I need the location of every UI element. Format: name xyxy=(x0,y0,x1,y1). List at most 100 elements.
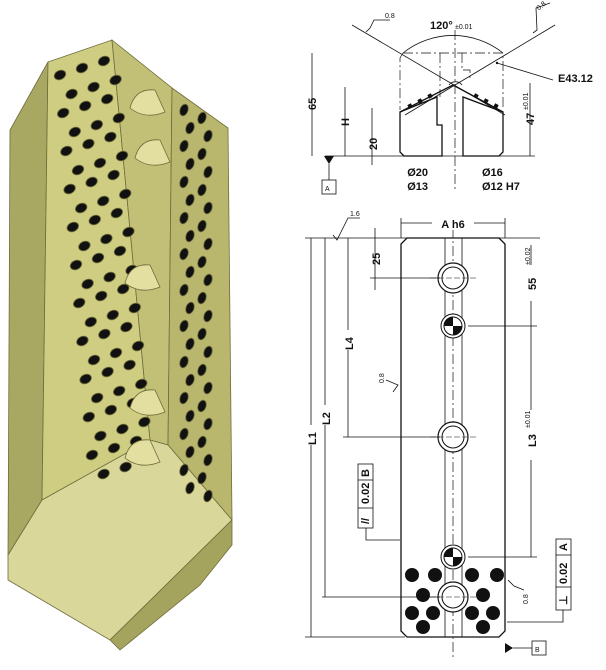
hole-3d xyxy=(128,302,141,314)
hole-3d xyxy=(197,399,207,413)
dim-20: 20 xyxy=(368,138,380,150)
lubricant-plug xyxy=(405,568,419,582)
lubricant-holes xyxy=(53,55,213,503)
dim-l2: L2 xyxy=(321,412,333,425)
hole-3d xyxy=(135,378,148,390)
dim-47-tolerance: ±0.01 xyxy=(523,92,530,110)
dim-l4: L4 xyxy=(344,336,356,350)
dim-l1: L1 xyxy=(307,432,319,445)
hole-3d xyxy=(101,93,114,105)
hole-3d xyxy=(179,427,189,441)
roughness-top-value: 1.6 xyxy=(350,211,360,218)
hole-3d xyxy=(185,193,195,207)
dim-h: H xyxy=(340,118,352,126)
hole-3d xyxy=(97,468,110,480)
dim-d12-h7: Ø12 H7 xyxy=(482,181,520,193)
hole-3d xyxy=(66,221,79,233)
lubricant-plug xyxy=(405,606,419,620)
hole-3d xyxy=(197,183,207,197)
dim-55: 55 xyxy=(527,278,539,290)
hole-3d xyxy=(185,337,195,351)
hole-3d xyxy=(75,62,89,74)
hole-3d xyxy=(84,316,97,328)
hole-3d xyxy=(197,327,207,341)
roughness-side-value: 0.8 xyxy=(379,373,386,383)
hole-3d xyxy=(85,449,99,461)
hole-3d xyxy=(104,404,117,416)
hole-3d xyxy=(185,121,195,135)
hole-3d xyxy=(93,157,107,169)
hole-3d xyxy=(116,423,129,435)
hole-3d xyxy=(95,290,108,302)
lubricant-plug xyxy=(465,606,479,620)
hole-3d xyxy=(197,363,207,377)
hole-3d xyxy=(71,164,85,176)
hole-3d xyxy=(185,229,195,243)
hole-3d xyxy=(185,301,195,315)
hole-3d xyxy=(75,202,88,214)
hole-3d xyxy=(69,259,83,271)
perpendicularity-frame: ⊥ 0.02 A xyxy=(507,538,572,623)
dim-47: 47 xyxy=(525,113,537,125)
dowel-symbol xyxy=(444,317,462,335)
hole-3d xyxy=(53,69,67,81)
hole-3d xyxy=(82,411,95,423)
hole-3d xyxy=(106,309,119,321)
dim-d16: Ø16 xyxy=(482,167,503,179)
dim-55-tolerance: ±0.02 xyxy=(525,247,532,265)
plate-outline xyxy=(400,237,506,638)
hole-3d xyxy=(76,335,89,347)
roughness-bottom-value: 0.8 xyxy=(523,594,530,604)
parallel-value: 0.02 xyxy=(360,483,372,504)
hole-3d xyxy=(185,409,195,423)
datum-a-box xyxy=(321,179,337,195)
perpendicular-value: 0.02 xyxy=(558,563,570,584)
hole-3d xyxy=(115,150,129,162)
hole-3d xyxy=(97,55,111,67)
roughness-mark-left xyxy=(365,19,390,33)
hole-3d xyxy=(90,119,103,131)
hole-3d xyxy=(203,201,213,215)
lubricant-plug xyxy=(490,568,504,582)
roughness-left-value: 0.8 xyxy=(385,13,395,20)
guide-insert xyxy=(124,439,161,466)
hole-3d xyxy=(104,131,117,143)
hole-3d xyxy=(109,74,122,86)
parallel-datum: B xyxy=(360,469,372,477)
hole-3d xyxy=(113,245,127,257)
guide-insert xyxy=(129,389,166,416)
hole-3d xyxy=(73,297,86,309)
lubricant-plug xyxy=(416,588,430,602)
dim-d20: Ø20 xyxy=(407,167,428,179)
plan-view: A h6 1.6 0.8 0.8 L1 L2 L4 25 55 ±0.02 L3… xyxy=(305,211,572,660)
hole-3d xyxy=(203,237,213,251)
guide-insert xyxy=(129,89,166,116)
hole-3d xyxy=(197,291,207,305)
hole-3d xyxy=(123,359,136,371)
hole-3d xyxy=(179,355,189,369)
hole-3d xyxy=(63,183,76,195)
hole-3d xyxy=(117,283,130,295)
hole-3d xyxy=(203,381,213,395)
hole-3d xyxy=(179,319,189,333)
hole-3d xyxy=(79,100,92,112)
ball-seat xyxy=(448,81,463,86)
dowel-inner xyxy=(443,547,463,567)
hole-3d xyxy=(101,366,114,378)
dim-l3-tolerance: ±0.01 xyxy=(525,410,532,428)
embedded-plugs xyxy=(407,93,499,109)
hole-3d xyxy=(179,139,189,153)
hole-3d xyxy=(203,345,213,359)
angle-label: 120° xyxy=(430,20,453,32)
end-side-strip xyxy=(109,519,233,651)
roughness-mark-bottom xyxy=(507,579,525,591)
hole-3d xyxy=(203,273,213,287)
lubricant-plug xyxy=(476,588,490,602)
datum-b-label: B xyxy=(535,647,540,654)
datum-b-box xyxy=(531,640,547,656)
hole-3d xyxy=(185,481,195,495)
dowel-symbol xyxy=(444,548,462,566)
angle-tolerance: ±0.01 xyxy=(455,24,473,31)
hole-3d xyxy=(179,391,189,405)
hole-3d xyxy=(203,129,213,143)
